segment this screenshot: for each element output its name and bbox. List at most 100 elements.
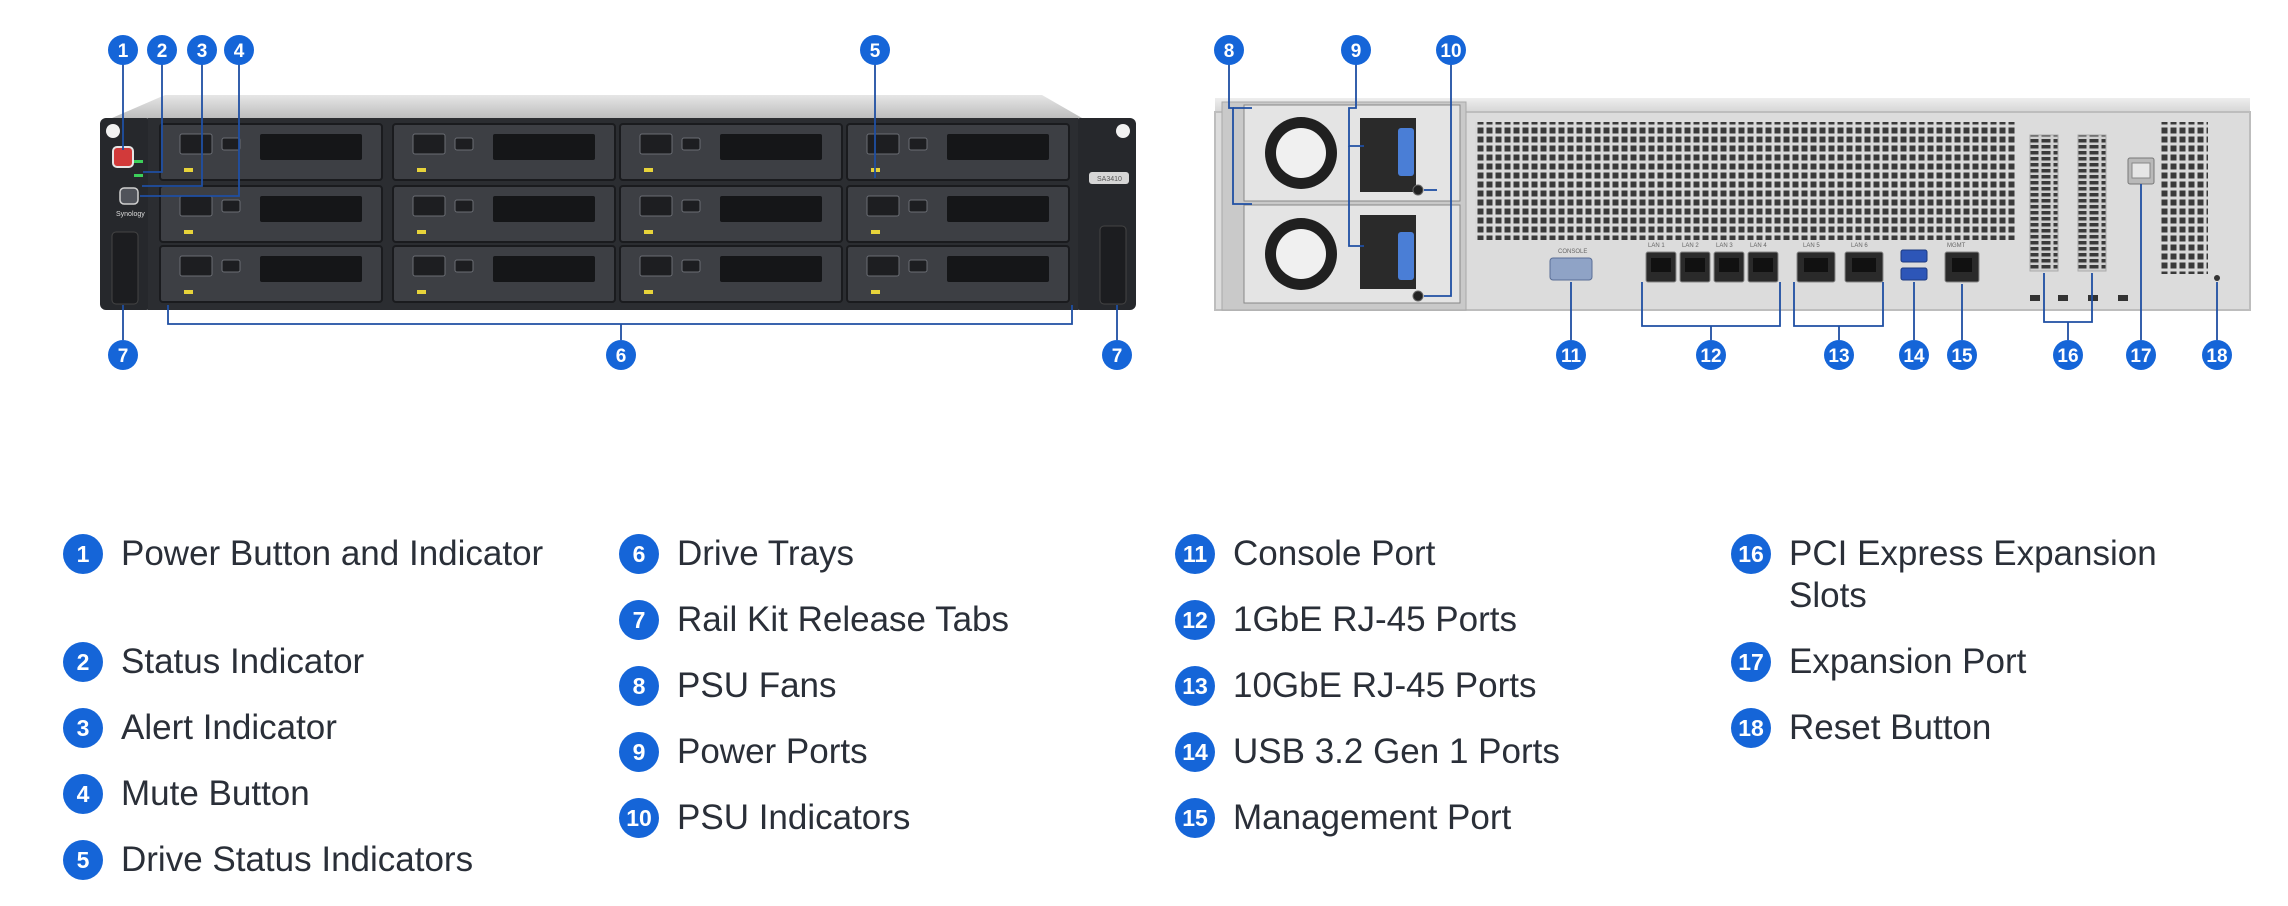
- callout-badge: 8: [1214, 35, 1244, 65]
- legend-label: Management Port: [1233, 798, 1512, 837]
- drive-status-led: [184, 230, 193, 234]
- usb-port-1[interactable]: [1900, 249, 1928, 263]
- lan-port-group: LAN 1 LAN 2 LAN 3 LAN 4: [1645, 243, 1779, 283]
- drive-tray[interactable]: [619, 245, 843, 303]
- drive-bay-grid: [159, 123, 1070, 303]
- callout-badge: 7: [1102, 340, 1132, 370]
- drive-status-led: [184, 168, 193, 172]
- legend-label: 1GbE RJ-45 Ports: [1233, 600, 1517, 639]
- legend-item: 7 Rail Kit Release Tabs: [619, 599, 1117, 641]
- callout-number: 5: [870, 41, 881, 62]
- drive-tray[interactable]: [846, 123, 1070, 181]
- drive-tray[interactable]: [392, 185, 616, 243]
- legend-label: Status Indicator: [121, 642, 365, 681]
- pcie-slot-1[interactable]: [2029, 134, 2059, 272]
- drive-status-led: [644, 290, 653, 294]
- lan-port-label: LAN 2: [1682, 243, 1699, 249]
- psu-led-1: [1412, 184, 1424, 196]
- callout-number: 9: [1351, 41, 1362, 62]
- legend-label: Rail Kit Release Tabs: [677, 600, 1010, 639]
- reset-button[interactable]: [2214, 275, 2220, 281]
- status-led: [134, 160, 143, 163]
- ten-gbe-port-label: LAN 6: [1851, 243, 1868, 249]
- legend-number-badge: 16: [1731, 534, 1771, 574]
- drive-tray[interactable]: [619, 185, 843, 243]
- front-panel: Synology SA3410: [100, 95, 1136, 310]
- lan-port-label: LAN 4: [1750, 243, 1767, 249]
- psu-led-2: [1412, 290, 1424, 302]
- drive-tray[interactable]: [159, 245, 383, 303]
- callout-number: 18: [2206, 346, 2227, 367]
- legend-label: Console Port: [1233, 534, 1436, 573]
- callout-badge: 17: [2126, 340, 2156, 370]
- console-port[interactable]: [1549, 257, 1593, 281]
- drive-tray[interactable]: [159, 123, 383, 181]
- legend-label: PCI Express Expansion Slots: [1789, 534, 2157, 615]
- legend-label: Drive Status Indicators: [121, 840, 474, 879]
- rail-tab-left[interactable]: [111, 231, 139, 305]
- psu-module-1: [1243, 104, 1461, 202]
- drive-status-led: [644, 230, 653, 234]
- drive-status-led: [644, 168, 653, 172]
- callout-number: 16: [2057, 346, 2078, 367]
- legend-number-badge: 14: [1175, 732, 1215, 772]
- pcie-slot-2[interactable]: [2077, 134, 2107, 272]
- callout-number: 8: [1224, 41, 1235, 62]
- drive-tray[interactable]: [846, 185, 1070, 243]
- rear-vent: [1475, 122, 2015, 240]
- drive-tray[interactable]: [392, 123, 616, 181]
- psu-module-2: [1243, 204, 1461, 304]
- callout-badge: 2: [147, 35, 177, 65]
- callout-number: 7: [118, 346, 129, 367]
- callout-badge: 14: [1899, 340, 1929, 370]
- callout-number: 14: [1903, 346, 1925, 367]
- console-port-label: CONSOLE: [1558, 249, 1587, 255]
- legend-number-badge: 12: [1175, 600, 1215, 640]
- callout-number: 4: [234, 41, 245, 62]
- drive-status-led: [184, 290, 193, 294]
- usb-port-2[interactable]: [1900, 267, 1928, 281]
- chassis-top: [112, 95, 1082, 118]
- drive-tray[interactable]: [392, 245, 616, 303]
- alert-led: [134, 174, 143, 177]
- legend-number-badge: 17: [1731, 642, 1771, 682]
- drive-tray[interactable]: [619, 123, 843, 181]
- legend-number-badge: 15: [1175, 798, 1215, 838]
- callout-badge: 4: [224, 35, 254, 65]
- legend-number-badge: 2: [63, 642, 103, 682]
- callout-number: 1: [118, 41, 129, 62]
- model-badge: [1089, 172, 1129, 184]
- drive-tray[interactable]: [846, 245, 1070, 303]
- callout-number: 2: [157, 41, 168, 62]
- mute-button[interactable]: [119, 187, 139, 205]
- legend-number-badge: 18: [1731, 708, 1771, 748]
- legend-label: Reset Button: [1789, 708, 1992, 747]
- rail-tab-right[interactable]: [1099, 225, 1127, 305]
- callout-badge: 12: [1696, 340, 1726, 370]
- legend-label: Power Button and Indicator: [121, 534, 544, 573]
- legend-number-badge: 13: [1175, 666, 1215, 706]
- legend-number-badge: 7: [619, 600, 659, 640]
- lan-port-label: LAN 1: [1648, 243, 1665, 249]
- callout-number: 12: [1700, 346, 1721, 367]
- legend-number-badge: 8: [619, 666, 659, 706]
- callout-badge: 1: [108, 35, 138, 65]
- legend-number-badge: 6: [619, 534, 659, 574]
- callout-number: 15: [1951, 346, 1973, 367]
- lan-port-label: LAN 3: [1716, 243, 1733, 249]
- drive-tray[interactable]: [159, 185, 383, 243]
- leader-lines: [122, 48, 2218, 340]
- psu-handle-1[interactable]: [1398, 128, 1414, 176]
- legend-item: 2 Status Indicator: [63, 641, 561, 683]
- psu-handle-2[interactable]: [1398, 232, 1414, 280]
